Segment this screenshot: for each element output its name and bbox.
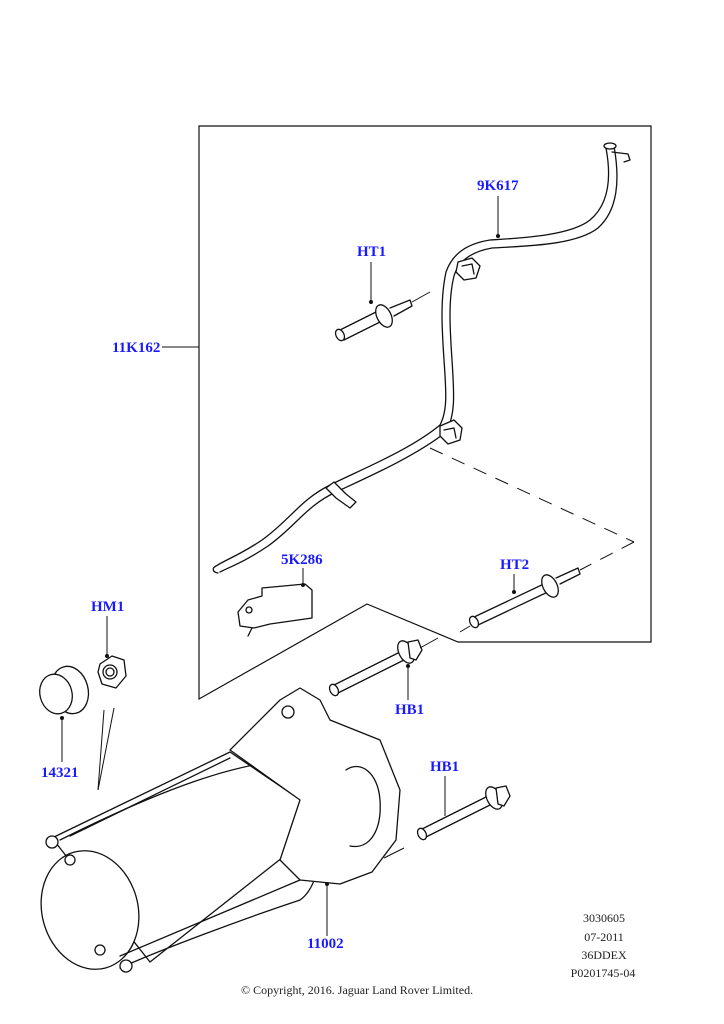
callout-11K162[interactable]: 11K162 bbox=[112, 340, 161, 356]
bolt-HB1-lower bbox=[383, 776, 511, 859]
cap-14321 bbox=[39, 665, 90, 762]
callout-9K617[interactable]: 9K617 bbox=[477, 178, 519, 194]
callout-HT2[interactable]: HT2 bbox=[500, 557, 530, 573]
callout-HT1[interactable]: HT1 bbox=[357, 244, 387, 260]
bolt-HB1-upper bbox=[328, 637, 439, 700]
starter-motor-11002 bbox=[40, 687, 401, 973]
bracket-5K286 bbox=[237, 568, 313, 637]
callout-11002[interactable]: 11002 bbox=[307, 936, 344, 952]
copyright-notice: © Copyright, 2016. Jaguar Land Rover Lim… bbox=[241, 983, 474, 997]
ref-line-3: 36DDEX bbox=[581, 948, 627, 962]
ref-line-2: 07-2011 bbox=[584, 930, 624, 944]
callout-5K286[interactable]: 5K286 bbox=[281, 552, 323, 568]
stud-HT1 bbox=[334, 262, 431, 342]
callout-HB1-lower[interactable]: HB1 bbox=[430, 759, 460, 775]
stud-HT2 bbox=[429, 447, 635, 633]
nut-HM1 bbox=[97, 616, 127, 791]
hose-9K617 bbox=[212, 142, 631, 574]
callout-14321[interactable]: 14321 bbox=[41, 765, 79, 781]
ref-line-4: P0201745-04 bbox=[570, 966, 636, 980]
callout-HM1[interactable]: HM1 bbox=[91, 599, 125, 615]
ref-line-1: 3030605 bbox=[583, 911, 625, 925]
callout-HB1-upper[interactable]: HB1 bbox=[395, 702, 425, 718]
subassembly-frame bbox=[198, 125, 652, 701]
